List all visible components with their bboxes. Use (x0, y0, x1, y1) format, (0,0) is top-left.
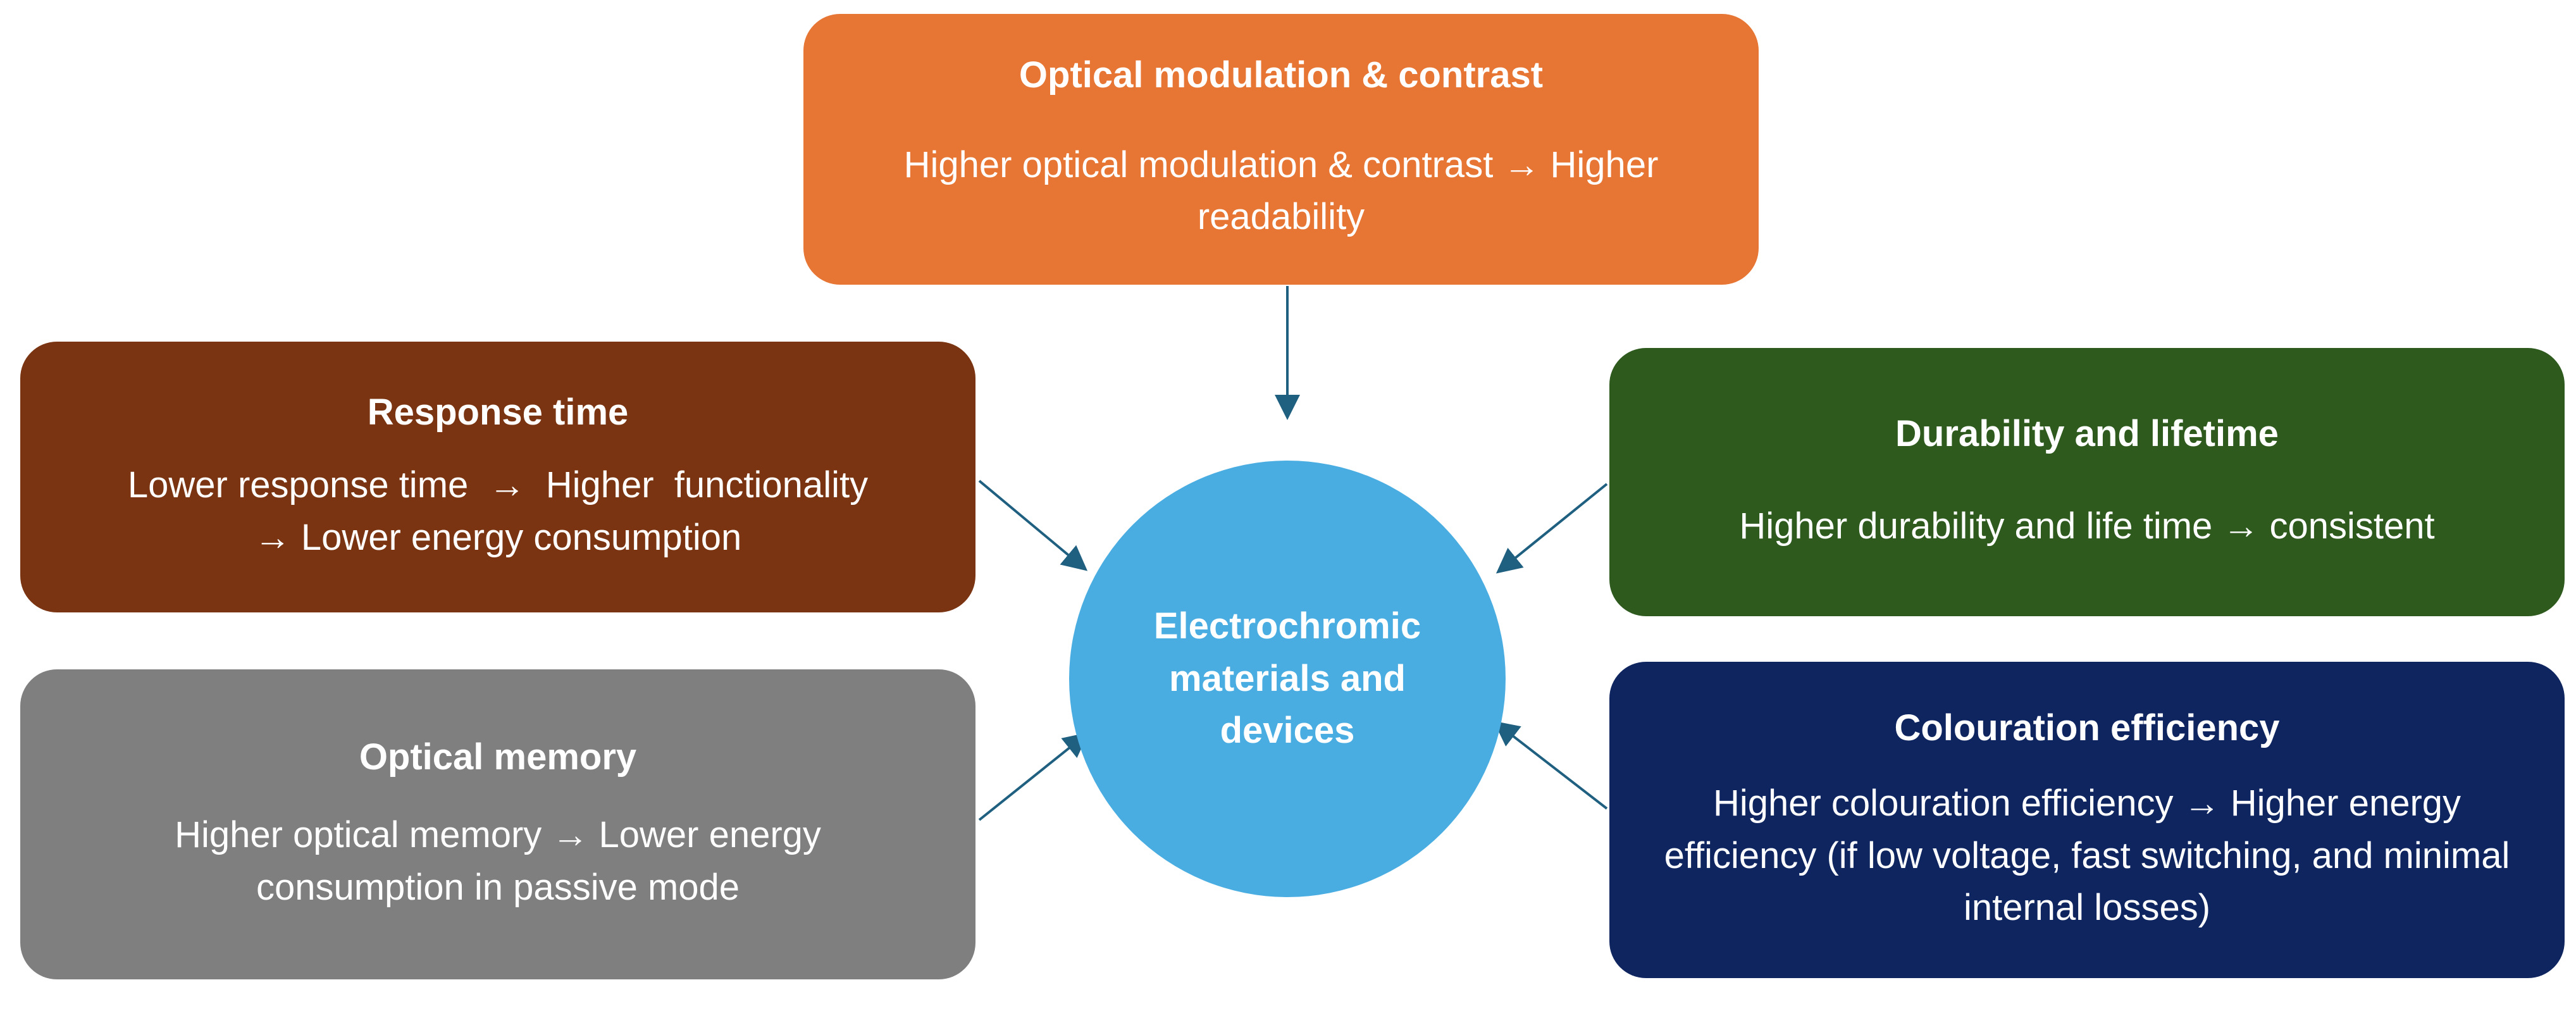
durability-box: Durability and lifetime Higher durabilit… (1609, 348, 2565, 616)
optical-memory-title: Optical memory (359, 736, 637, 778)
optical-modulation-title: Optical modulation & contrast (1019, 54, 1544, 96)
optical-modulation-text: Higher optical modulation & contrast → H… (903, 144, 1659, 237)
center-label: Electrochromic materials and devices (1153, 605, 1421, 752)
response-time-title: Response time (367, 391, 629, 433)
response-time-text: Lower response time → Higher functionali… (128, 459, 868, 564)
center-circle: Electrochromic materials and devices (1069, 461, 1506, 897)
optical-memory-text: Higher optical memory → Lower energy con… (175, 814, 821, 908)
colouration-efficiency-title: Colouration efficiency (1894, 707, 2280, 748)
colouration-efficiency-box: Colouration efficiency Higher colouratio… (1609, 662, 2565, 978)
durability-text: Higher durability and life time → consis… (1739, 505, 2435, 547)
arrow-optical-memory (978, 732, 1089, 821)
response-time-box: Response time Lower response time → High… (20, 342, 975, 612)
response-time-text-line1: Lower response time → Higher functionali… (127, 464, 869, 506)
arrow-response-time (978, 480, 1088, 571)
colouration-efficiency-text: Higher colouration efficiency → Higher e… (1664, 783, 2510, 928)
durability-title: Durability and lifetime (1895, 413, 2279, 455)
arrow-colouration-efficiency (1493, 721, 1608, 810)
optical-memory-box: Optical memory Higher optical memory → L… (20, 669, 975, 979)
optical-modulation-box: Optical modulation & contrast Higher opt… (803, 14, 1759, 285)
arrow-durability (1495, 483, 1608, 574)
response-time-text-line2: → Lower energy consumption (254, 516, 742, 558)
